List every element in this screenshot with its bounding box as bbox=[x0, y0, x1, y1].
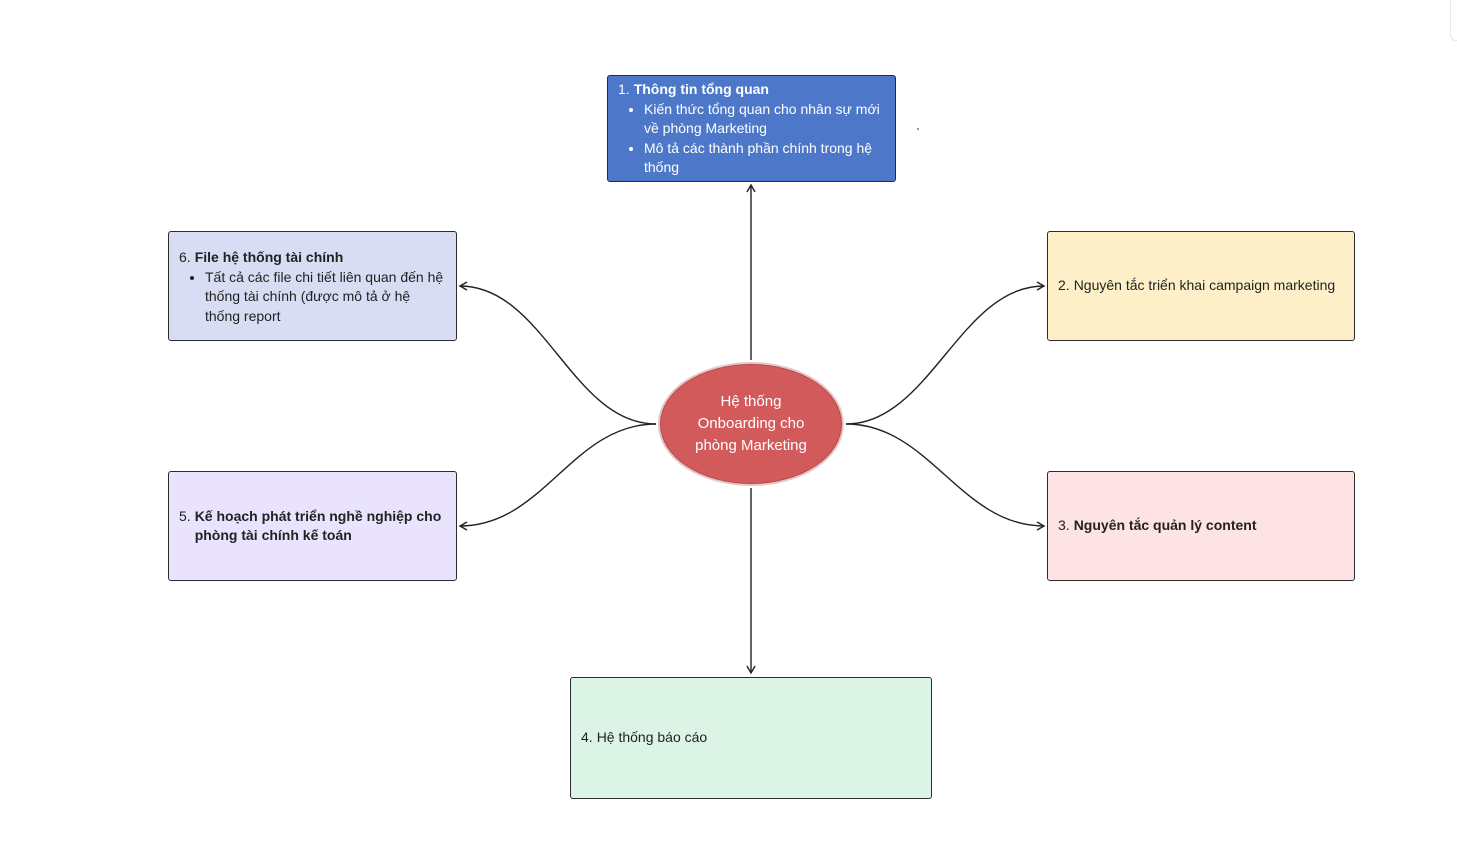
node-6-finance-files[interactable]: 6. File hệ thống tài chính Tất cả các fi… bbox=[168, 231, 457, 341]
node-5-title: Kế hoạch phát triển nghề nghiệp cho phòn… bbox=[194, 507, 442, 544]
node-2-number: 2. bbox=[1058, 277, 1070, 294]
node-1-bullet-list: Kiến thức tổng quan cho nhân sự mới về p… bbox=[618, 100, 885, 178]
node-2-title: Nguyên tắc triển khai campaign marketing bbox=[1073, 277, 1336, 294]
node-5-career-plan[interactable]: 5. Kế hoạch phát triển nghề nghiệp cho p… bbox=[168, 471, 457, 581]
node-4-title: Hệ thống báo cáo bbox=[596, 729, 708, 746]
node-6-title: File hệ thống tài chính bbox=[194, 249, 344, 265]
node-6-number: 6. bbox=[179, 249, 191, 265]
node-2-campaign-principles[interactable]: 2. Nguyên tắc triển khai campaign market… bbox=[1047, 231, 1355, 341]
node-3-number: 3. bbox=[1058, 517, 1070, 534]
node-3-content-principles[interactable]: 3. Nguyên tắc quản lý content bbox=[1047, 471, 1355, 581]
connector-to-node-3 bbox=[845, 423, 1046, 531]
node-5-number: 5. bbox=[179, 507, 191, 524]
node-3-title: Nguyên tắc quản lý content bbox=[1073, 517, 1257, 534]
node-1-bullet: Kiến thức tổng quan cho nhân sự mới về p… bbox=[644, 100, 885, 139]
connector-to-node-2 bbox=[845, 281, 1046, 425]
central-topic[interactable]: Hệ thống Onboarding cho phòng Marketing bbox=[660, 364, 842, 484]
node-1-title: Thông tin tổng quan bbox=[633, 81, 769, 97]
connector-to-node-5 bbox=[458, 423, 657, 531]
node-4-number: 4. bbox=[581, 729, 593, 746]
side-panel-handle[interactable] bbox=[1450, 0, 1457, 41]
central-topic-label: Hệ thống Onboarding cho phòng Marketing bbox=[695, 393, 807, 454]
node-6-bullet-list: Tất cả các file chi tiết liên quan đến h… bbox=[179, 268, 446, 327]
node-4-reporting-system[interactable]: 4. Hệ thống báo cáo bbox=[570, 677, 932, 799]
node-1-bullet: Mô tả các thành phần chính trong hệ thốn… bbox=[644, 139, 885, 178]
node-1-general-info[interactable]: 1. Thông tin tổng quan Kiến thức tổng qu… bbox=[607, 75, 896, 182]
connector-to-node-6 bbox=[458, 281, 657, 425]
node-1-number: 1. bbox=[618, 81, 630, 97]
stray-dot bbox=[917, 128, 919, 130]
node-6-bullet: Tất cả các file chi tiết liên quan đến h… bbox=[205, 268, 446, 327]
